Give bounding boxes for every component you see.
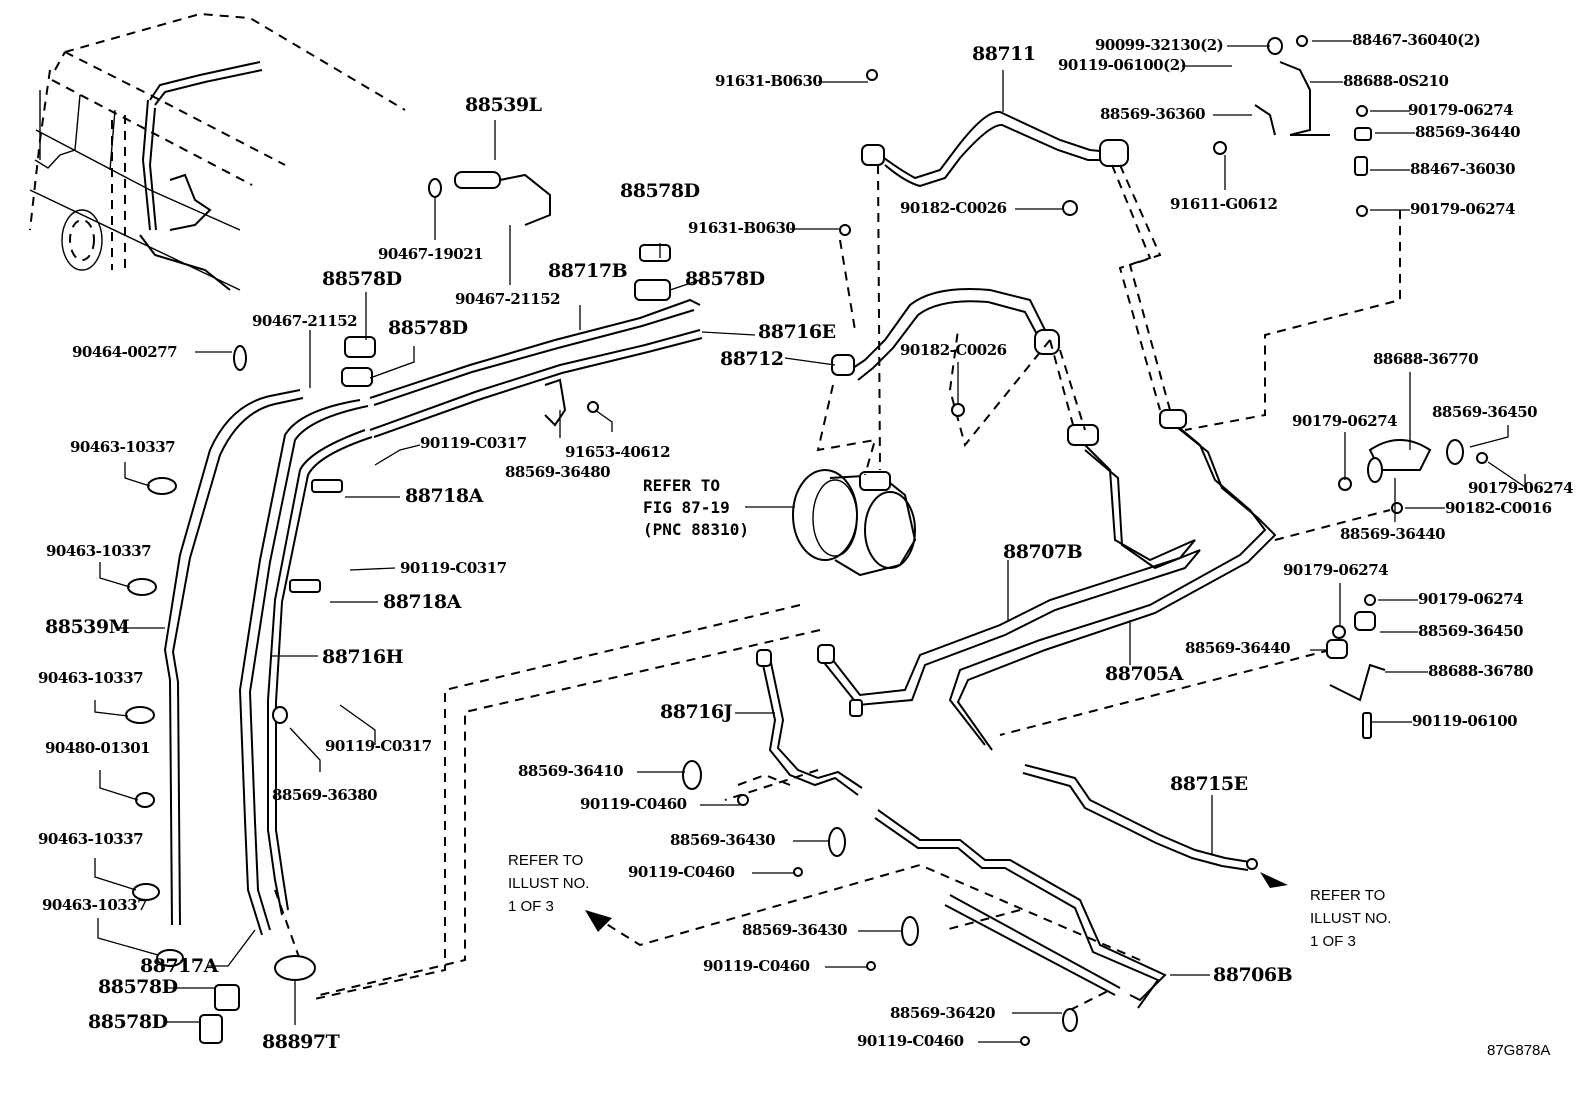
part-label-88578D[interactable]: 88578D <box>322 268 402 290</box>
tube-88707B-88705A <box>817 409 1277 751</box>
part-label-88569-36450[interactable]: 88569-36450 <box>1432 403 1538 421</box>
part-label-88711[interactable]: 88711 <box>972 43 1036 65</box>
part-label-90467-21152[interactable]: 90467-21152 <box>252 312 358 330</box>
part-label-90119-C0317[interactable]: 90119-C0317 <box>325 737 432 755</box>
leader-lines <box>94 40 1526 1043</box>
part-label-88688-36780[interactable]: 88688-36780 <box>1428 662 1534 680</box>
part-label-88569-36410[interactable]: 88569-36410 <box>518 762 624 780</box>
hose-88711 <box>861 110 1129 188</box>
part-label-88569-36450[interactable]: 88569-36450 <box>1418 622 1524 640</box>
part-label-88897T[interactable]: 88897T <box>262 1031 340 1053</box>
part-label-91611-G0612[interactable]: 91611-G0612 <box>1170 195 1278 213</box>
part-label-90182-C0026[interactable]: 90182-C0026 <box>900 341 1007 359</box>
part-label-90464-00277[interactable]: 90464-00277 <box>72 343 178 361</box>
part-label-88569-36440[interactable]: 88569-36440 <box>1340 525 1446 543</box>
part-label-88688-0S210[interactable]: 88688-0S210 <box>1343 72 1449 90</box>
tube-88706B <box>874 809 1167 1009</box>
part-label-90179-06274[interactable]: 90179-06274 <box>1410 200 1516 218</box>
part-label-88578D[interactable]: 88578D <box>88 1011 168 1033</box>
part-label-88569-36440[interactable]: 88569-36440 <box>1185 639 1291 657</box>
part-label-88718A[interactable]: 88718A <box>405 485 483 507</box>
part-label-90463-10337[interactable]: 90463-10337 <box>70 438 176 456</box>
hose-88712 <box>831 288 1060 381</box>
part-label-88569-36430[interactable]: 88569-36430 <box>670 831 776 849</box>
part-label-88569-36430[interactable]: 88569-36430 <box>742 921 848 939</box>
assembly-dashed-lines <box>274 164 1401 1011</box>
part-label-88539L[interactable]: 88539L <box>465 94 542 116</box>
part-label-88688-36770[interactable]: 88688-36770 <box>1373 350 1479 368</box>
part-label-90119-06100[interactable]: 90119-06100 <box>1412 712 1518 730</box>
part-label-88578D[interactable]: 88578D <box>620 180 700 202</box>
part-label-90182-C0016[interactable]: 90182-C0016 <box>1445 499 1552 517</box>
tube-88716J <box>756 649 863 796</box>
part-label-90463-10337[interactable]: 90463-10337 <box>38 830 144 848</box>
part-label-88578D[interactable]: 88578D <box>685 268 765 290</box>
part-label-90467-21152[interactable]: 90467-21152 <box>455 290 561 308</box>
part-label-88467-36030[interactable]: 88467-36030 <box>1410 160 1516 178</box>
part-label-90463-10337[interactable]: 90463-10337 <box>46 542 152 560</box>
part-label-90463-10337[interactable]: 90463-10337 <box>42 896 148 914</box>
part-label-88578D[interactable]: 88578D <box>388 317 468 339</box>
part-label-88716J[interactable]: 88716J <box>660 701 733 723</box>
part-label-88716H[interactable]: 88716H <box>322 646 404 668</box>
part-label-90179-06274[interactable]: 90179-06274 <box>1283 561 1389 579</box>
part-label-90179-06274[interactable]: 90179-06274 <box>1468 479 1574 497</box>
refer-note-right: REFER TO ILLUST NO. 1 OF 3 <box>1310 887 1392 950</box>
small-parts <box>125 35 1488 1046</box>
part-label-88467-36040[interactable]: 88467-36040(2) <box>1352 31 1481 49</box>
part-label-88717A[interactable]: 88717A <box>140 955 218 977</box>
part-label-90182-C0026[interactable]: 90182-C0026 <box>900 199 1007 217</box>
part-label-88715E[interactable]: 88715E <box>1170 773 1248 795</box>
part-label-88712[interactable]: 88712 <box>720 348 784 370</box>
illustration-code: 87G878A <box>1487 1042 1551 1059</box>
compressor-reference-note: REFER TO FIG 87-19 (PNC 88310) <box>643 476 749 539</box>
part-label-90119-06100[interactable]: 90119-06100(2) <box>1058 56 1187 74</box>
tube-88717A-88716H <box>238 399 373 936</box>
part-label-91631-B0630[interactable]: 91631-B0630 <box>715 72 823 90</box>
tube-88715E <box>1022 764 1258 871</box>
part-label-88705A[interactable]: 88705A <box>1105 663 1183 685</box>
arrow-right-icon <box>1260 872 1288 888</box>
part-label-91631-B0630[interactable]: 91631-B0630 <box>688 219 796 237</box>
part-label-88539M[interactable]: 88539M <box>45 616 130 638</box>
part-label-88569-36420[interactable]: 88569-36420 <box>890 1004 996 1022</box>
compressor-illustration <box>792 469 917 577</box>
part-label-88706B[interactable]: 88706B <box>1213 964 1293 986</box>
tube-88717B-88716E <box>369 298 703 438</box>
part-label-88569-36440[interactable]: 88569-36440 <box>1415 123 1521 141</box>
part-label-90179-06274[interactable]: 90179-06274 <box>1408 101 1514 119</box>
part-label-90119-C0460[interactable]: 90119-C0460 <box>857 1032 964 1050</box>
refer-note-left: REFER TO ILLUST NO. 1 OF 3 <box>508 852 590 915</box>
part-label-88717B[interactable]: 88717B <box>548 260 628 282</box>
tube-88539M <box>163 389 304 926</box>
arrow-icons <box>585 872 1288 932</box>
part-label-88716E[interactable]: 88716E <box>758 321 836 343</box>
part-label-90480-01301[interactable]: 90480-01301 <box>45 739 151 757</box>
part-label-88569-36360[interactable]: 88569-36360 <box>1100 105 1206 123</box>
part-label-88578D[interactable]: 88578D <box>98 976 178 998</box>
part-label-90119-C0460[interactable]: 90119-C0460 <box>580 795 687 813</box>
part-label-88718A[interactable]: 88718A <box>383 591 461 613</box>
part-label-90179-06274[interactable]: 90179-06274 <box>1292 412 1398 430</box>
part-label-90119-C0317[interactable]: 90119-C0317 <box>400 559 507 577</box>
part-label-90179-06274[interactable]: 90179-06274 <box>1418 590 1524 608</box>
part-label-88707B[interactable]: 88707B <box>1003 541 1083 563</box>
van-illustration <box>29 12 406 291</box>
part-label-88569-36380[interactable]: 88569-36380 <box>272 786 378 804</box>
part-label-88569-36480[interactable]: 88569-36480 <box>505 463 611 481</box>
part-label-90119-C0317[interactable]: 90119-C0317 <box>420 434 527 452</box>
arrow-left-icon <box>585 910 612 932</box>
part-label-90119-C0460[interactable]: 90119-C0460 <box>628 863 735 881</box>
part-label-91653-40612[interactable]: 91653-40612 <box>565 443 671 461</box>
part-label-90467-19021[interactable]: 90467-19021 <box>378 245 484 263</box>
part-label-90463-10337[interactable]: 90463-10337 <box>38 669 144 687</box>
part-label-90119-C0460[interactable]: 90119-C0460 <box>703 957 810 975</box>
part-label-90099-32130[interactable]: 90099-32130(2) <box>1095 36 1224 54</box>
